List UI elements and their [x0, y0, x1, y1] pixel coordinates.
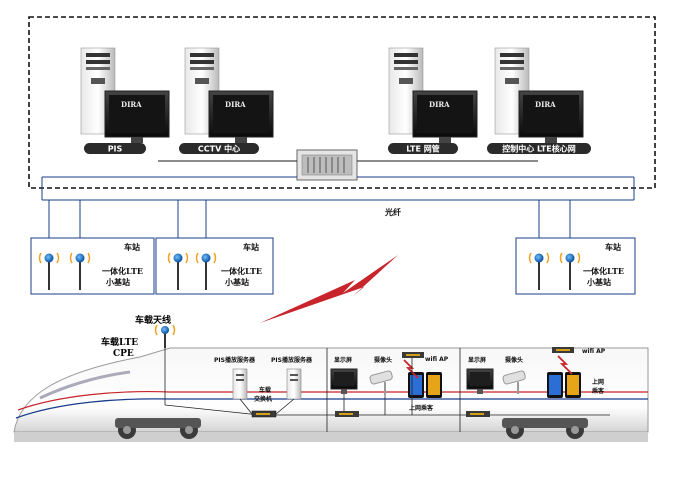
wifi-ap-2-label: wifi AP — [582, 348, 606, 355]
switch-label-line2: 交换机 — [254, 395, 272, 403]
camera-2-label: 摄像头 — [505, 356, 523, 364]
server-label-pill — [84, 143, 146, 154]
wifi-ap-1-label: wifi AP — [425, 356, 449, 363]
station-antenna-icon — [559, 252, 581, 290]
server-group-1: DIRA PIS — [80, 47, 170, 154]
monitor-brand: DIRA — [429, 100, 450, 109]
station-line1: 一体化LTE — [583, 266, 624, 276]
camera-1-icon — [369, 370, 393, 394]
camera-1-label: 摄像头 — [374, 356, 392, 364]
fiber-label: 光纤 — [384, 207, 401, 217]
station-line2: 小基站 — [105, 277, 130, 287]
cpe-label-line1: 车载LTE — [101, 336, 138, 348]
display-2-icon — [466, 368, 494, 394]
passengers-1-label: 上网乘客 — [409, 404, 434, 412]
switch-label-line1: 车载 — [259, 386, 271, 394]
wireless-link-icon — [260, 255, 398, 323]
monitor-icon: DIRA — [208, 90, 274, 143]
monitor-icon: DIRA — [104, 90, 170, 143]
station-antenna-icon — [69, 252, 91, 290]
pis-server-1-label: PIS播放服务器 — [214, 356, 256, 364]
server-label: PIS — [108, 145, 123, 154]
display-1-icon — [330, 368, 358, 394]
passengers-2-label-line2: 乘客 — [591, 387, 605, 395]
pis-server-2-label: PIS播放服务器 — [271, 356, 313, 364]
pis-server-1-icon — [232, 368, 248, 400]
passengers-2-label-line1: 上网 — [592, 378, 604, 386]
station-line1: 一体化LTE — [102, 266, 143, 276]
display-1-label: 显示屏 — [334, 356, 352, 364]
station-line2: 小基站 — [586, 277, 611, 287]
server-label: LTE 网管 — [406, 144, 439, 154]
server-label-pill — [487, 143, 591, 154]
vehicle-antenna-icon — [154, 324, 176, 348]
server-group-3: DIRA LTE 网管 — [388, 47, 478, 154]
wifi-ap-1-icon — [402, 352, 424, 358]
display-2-label: 显示屏 — [468, 356, 486, 364]
cpe-label-line2: CPE — [113, 349, 134, 359]
station-antenna-icon — [195, 252, 217, 290]
pis-server-2-icon — [286, 368, 302, 400]
vehicle-antenna-label: 车载天线 — [135, 314, 171, 326]
station-antenna-icon — [38, 252, 60, 290]
station-title: 车站 — [243, 242, 259, 252]
car2-switch-icon — [335, 411, 359, 417]
wifi-ap-2-icon — [552, 347, 574, 353]
monitor-icon: DIRA — [518, 90, 584, 143]
core-switch-icon — [296, 149, 358, 181]
server-label: CCTV 中心 — [198, 144, 240, 154]
monitor-icon: DIRA — [412, 90, 478, 143]
vehicle-switch-icon — [251, 410, 277, 418]
server-group-4: DIRA 控制中心 LTE核心网 — [487, 47, 591, 154]
station-title: 车站 — [605, 242, 621, 252]
server-label-pill — [179, 143, 259, 154]
station-line2: 小基站 — [224, 277, 249, 287]
camera-2-icon — [502, 370, 526, 394]
server-group-2: DIRA CCTV 中心 — [179, 47, 274, 154]
server-label: 控制中心 LTE核心网 — [502, 144, 575, 154]
car2-switch-b-icon — [466, 411, 490, 417]
phones-2-icon — [547, 372, 581, 398]
station-line1: 一体化LTE — [221, 266, 262, 276]
server-label-pill — [388, 143, 458, 154]
monitor-brand: DIRA — [535, 100, 556, 109]
station-antenna-icon — [528, 252, 550, 290]
station-antenna-icon — [167, 252, 189, 290]
monitor-brand: DIRA — [225, 100, 246, 109]
monitor-brand: DIRA — [121, 100, 142, 109]
control-center-boundary — [28, 16, 656, 189]
station-title: 车站 — [124, 242, 140, 252]
